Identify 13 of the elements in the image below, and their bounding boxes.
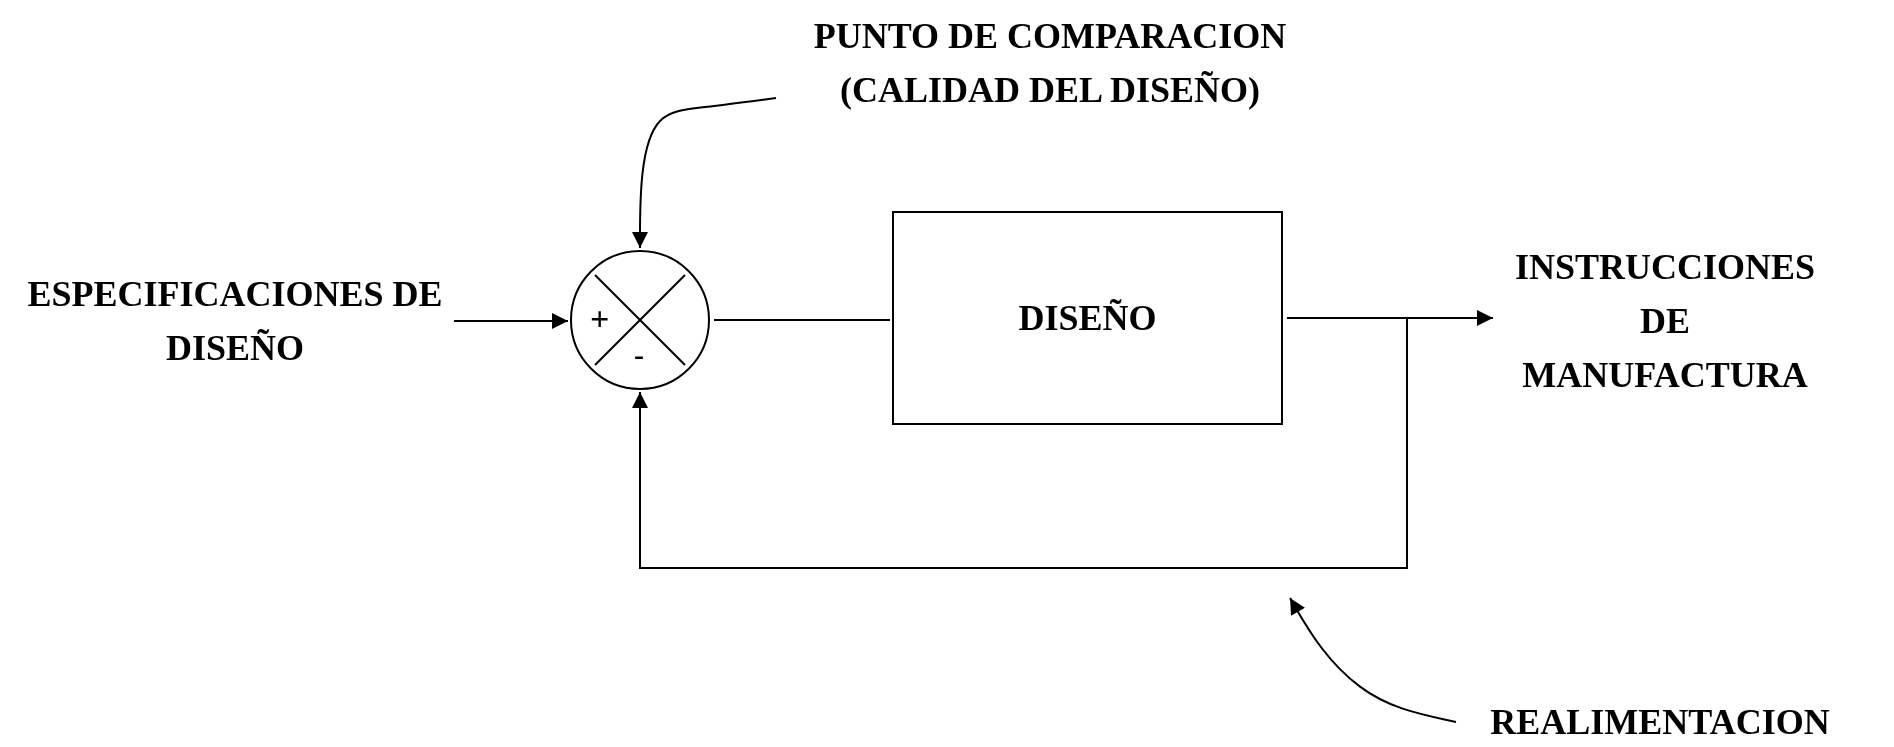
text-label: INSTRUCCIONES DE MANUFACTURA (1513, 246, 1817, 397)
text-label: ESPECIFICACIONES DE DISEÑO (26, 273, 444, 370)
sign-label: + (590, 302, 610, 336)
box-label: DISEÑO (1018, 297, 1157, 340)
leader-arrow (1289, 597, 1457, 723)
arrow (632, 317, 1408, 569)
text-label: PUNTO DE COMPARACION (CALIDAD DEL DISEÑO) (812, 15, 1288, 112)
process-box (892, 211, 1283, 425)
summing-junction-circle (570, 250, 710, 390)
text-label: REALIMENTACION (1490, 701, 1830, 744)
sign-label: - (634, 338, 644, 372)
arrow (453, 313, 569, 329)
leader-arrow (632, 97, 777, 249)
